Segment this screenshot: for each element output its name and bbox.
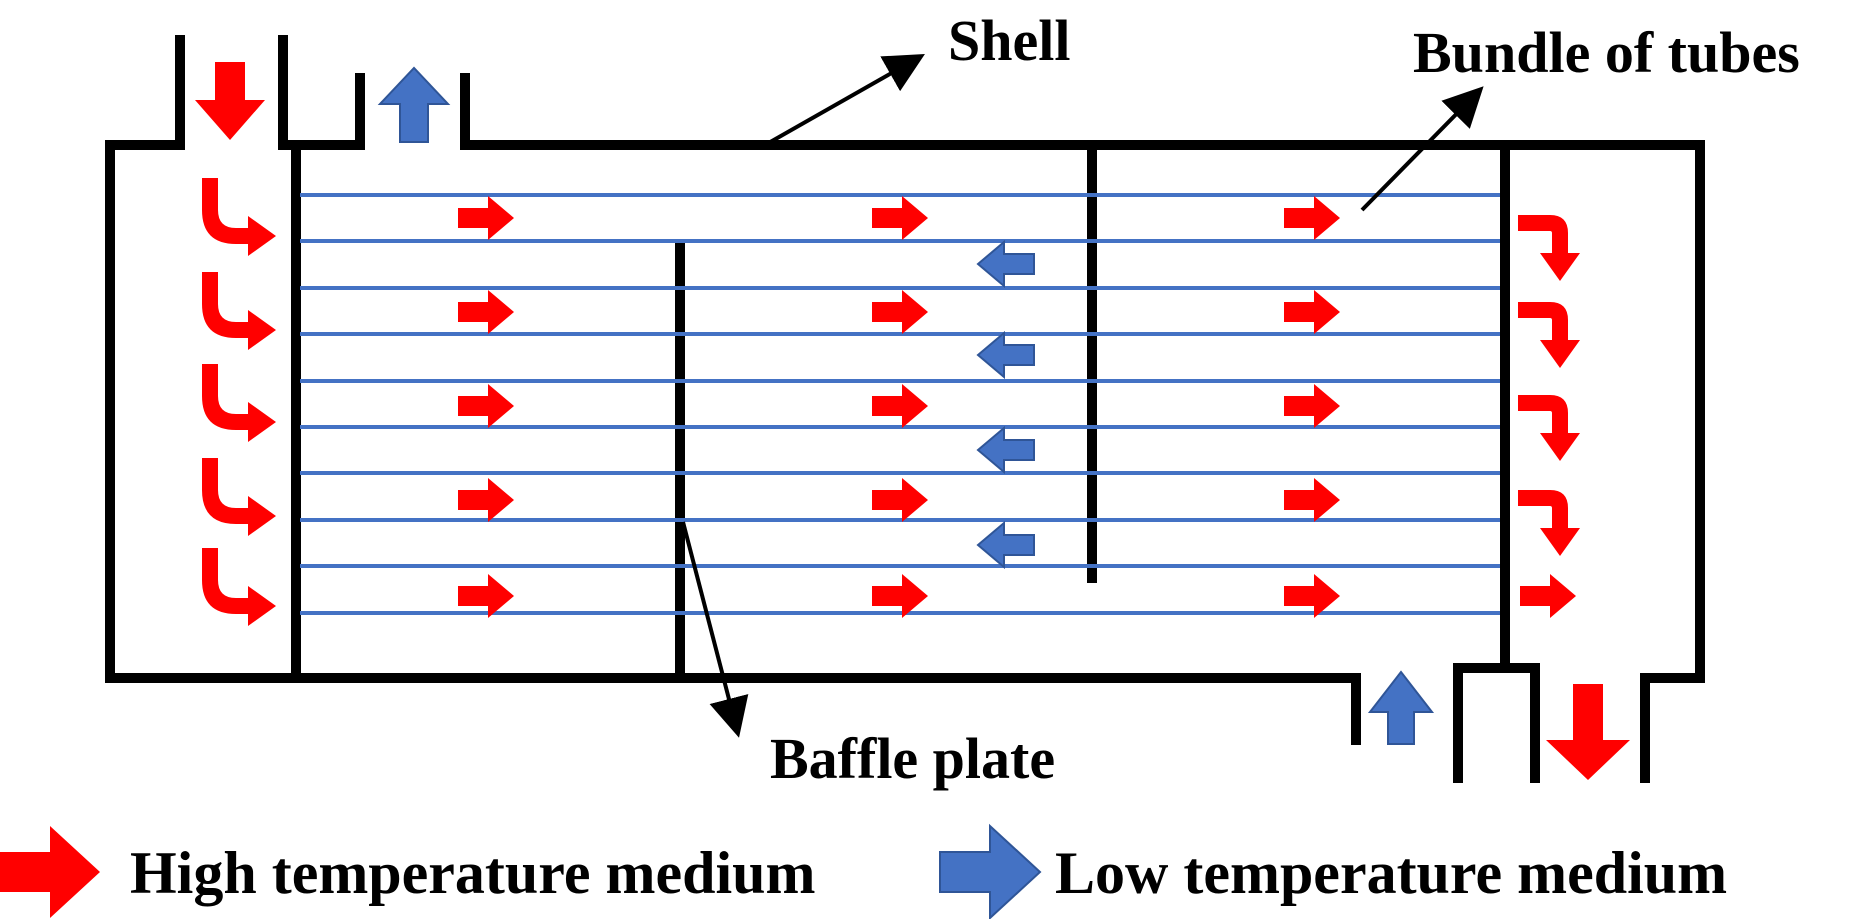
red-arrow-icon	[202, 272, 276, 350]
exchanger-structure	[105, 35, 1705, 783]
blue-arrow-icon	[977, 427, 1035, 473]
red-arrow-icon	[872, 478, 928, 522]
red-arrow-icon	[0, 826, 100, 918]
shell-leader-line	[764, 54, 925, 147]
red-arrow-icon	[1284, 196, 1340, 240]
shell-label: Shell	[948, 8, 1071, 73]
red-arrow-icon	[458, 290, 514, 334]
red-arrow-icon	[458, 478, 514, 522]
red-arrow-icon	[872, 196, 928, 240]
red-arrow-icon	[1520, 574, 1576, 618]
shell-outline	[105, 35, 1361, 745]
red-arrow-icon	[1518, 215, 1580, 281]
red-arrow-icon	[195, 62, 265, 140]
red-arrow-icon	[202, 178, 276, 256]
blue-arrow-icon	[377, 66, 451, 143]
component-labels: Shell Bundle of tubes Baffle plate	[770, 8, 1800, 791]
red-arrow-icon	[1284, 290, 1340, 334]
legend-high-temperature-label: High temperature medium	[130, 840, 815, 906]
blue-arrow-icon	[977, 522, 1035, 568]
red-arrow-icon	[458, 384, 514, 428]
red-arrow-icon	[1284, 478, 1340, 522]
bundle-of-tubes-label: Bundle of tubes	[1413, 20, 1800, 85]
legend: High temperature medium Low temperature …	[0, 823, 1727, 919]
red-arrow-icon	[1518, 490, 1580, 556]
red-arrow-icon	[1546, 684, 1630, 780]
blue-arrow-icon	[977, 332, 1035, 378]
red-arrow-icon	[1518, 395, 1580, 461]
baffle-plate-label: Baffle plate	[770, 726, 1055, 791]
red-arrow-icon	[1518, 302, 1580, 368]
shell-inlet-neck	[278, 35, 365, 150]
bundle-of-tubes	[300, 193, 1500, 615]
legend-low-temperature-label: Low temperature medium	[1055, 840, 1727, 906]
red-arrow-icon	[872, 384, 928, 428]
red-arrow-icon	[202, 548, 276, 626]
blue-arrow-icon	[977, 241, 1035, 287]
bundle-leader-line	[1360, 86, 1484, 212]
red-arrow-icon	[202, 364, 276, 442]
shell-top-wall	[460, 73, 1705, 783]
flow-arrows	[195, 62, 1630, 780]
baffle-leader-line	[681, 521, 749, 738]
red-arrow-icon	[1284, 384, 1340, 428]
red-arrow-icon	[458, 196, 514, 240]
blue-arrow-icon	[1367, 670, 1435, 745]
red-arrow-icon	[872, 290, 928, 334]
label-leaders	[681, 54, 1484, 738]
outlet-nozzle-wall	[1453, 663, 1540, 783]
blue-arrow-icon	[939, 823, 1042, 919]
red-arrow-icon	[202, 458, 276, 536]
